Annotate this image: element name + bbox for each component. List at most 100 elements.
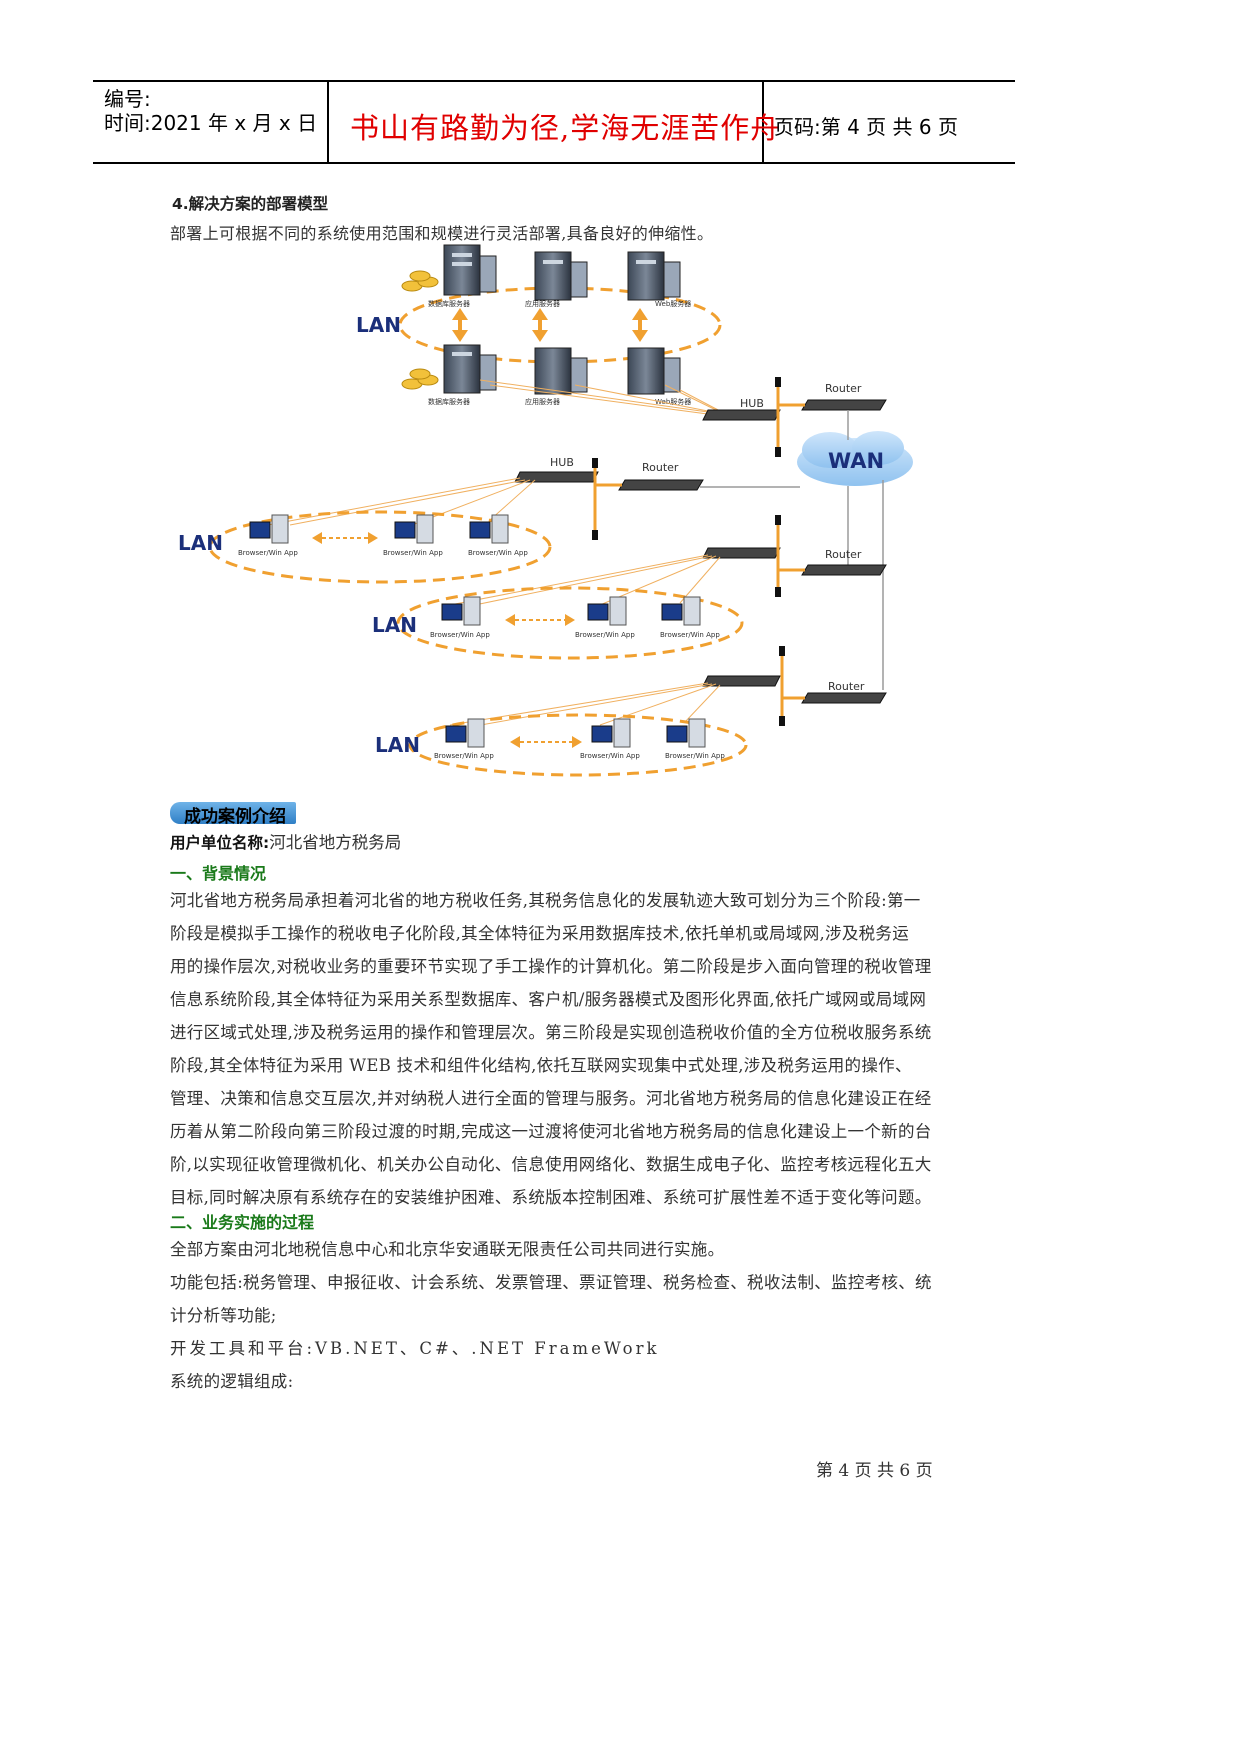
- process-line: 功能包括:税务管理、申报征收、计会系统、发票管理、票证管理、税务检查、税收法制、…: [170, 1273, 932, 1292]
- app-server-top-icon: [534, 251, 588, 301]
- process-line: 全部方案由河北地税信息中心和北京华安通联无限责任公司共同进行实施。: [170, 1240, 725, 1259]
- user-unit-label: 用户单位名称:: [170, 834, 270, 852]
- hub-mid-icon: [702, 547, 781, 559]
- hub-bottom-cable-ends: [779, 646, 785, 726]
- background-title: 一、背景情况: [170, 864, 267, 883]
- wan-cloud-icon: [797, 431, 913, 486]
- router-mid-icon: [801, 564, 887, 576]
- client-2c-label: Browser/Win App: [660, 631, 720, 639]
- lan-label-servers: LAN: [356, 313, 401, 337]
- header-time-label: 时间:2021 年 x 月 x 日: [104, 111, 318, 135]
- lan-ellipse-servers: [398, 286, 722, 364]
- process-line: 开发工具和平台:VB.NET、C#、.NET FrameWork: [170, 1339, 660, 1358]
- db-server-bottom-label: 数据库服务器: [428, 397, 470, 406]
- hub-top-cable-ends: [775, 377, 781, 457]
- lan-ellipse-2: [396, 586, 744, 660]
- background-line: 阶段,其全体特征为采用 WEB 技术和组件化结构,依托互联网实现集中式处理,涉及…: [170, 1056, 912, 1075]
- hub-top-label: HUB: [740, 397, 764, 410]
- client-2b-icon: [587, 596, 627, 626]
- section4-title: 4.解决方案的部署模型: [172, 195, 329, 213]
- router-left-label: Router: [642, 461, 679, 474]
- background-line: 用的操作层次,对税收业务的重要环节实现了手工操作的计算机化。第二阶段是步入面向管…: [170, 957, 932, 976]
- background-line: 历着从第二阶段向第三阶段过渡的时期,完成这一过渡将使河北省地方税务局的信息化建设…: [170, 1122, 932, 1141]
- hub-bottom-icon: [702, 675, 781, 687]
- router-mid-label: Router: [825, 548, 862, 561]
- background-line: 信息系统阶段,其全体特征为采用关系型数据库、客户机/服务器模式及图形化界面,依托…: [170, 990, 927, 1009]
- router-top-label: Router: [825, 382, 862, 395]
- wan-links: [700, 410, 884, 690]
- client-2c-icon: [661, 596, 701, 626]
- user-unit-value: 河北省地方税务局: [269, 833, 402, 852]
- hub-left-cable-ends: [592, 458, 598, 540]
- sync-arrows: [452, 308, 648, 342]
- header-motto: 书山有路勤为径,学海无涯苦作舟: [350, 111, 781, 145]
- hub-mid-cabling: [776, 518, 805, 595]
- web-server-top-icon: [627, 251, 681, 301]
- background-line: 阶,以实现征收管理微机化、机关办公自动化、信息使用网络化、数据生成电子化、监控考…: [170, 1155, 932, 1174]
- web-server-bottom-icon: [627, 347, 681, 395]
- process-line: 系统的逻辑组成:: [170, 1372, 294, 1391]
- background-line: 河北省地方税务局承担着河北省的地方税收任务,其税务信息化的发展轨迹大致可划分为三…: [170, 891, 921, 910]
- hub-mid-cable-ends: [775, 515, 781, 597]
- client-1b-label: Browser/Win App: [383, 549, 443, 557]
- client-3b-label: Browser/Win App: [580, 752, 640, 760]
- user-unit-line: 用户单位名称:河北省地方税务局: [170, 829, 401, 853]
- lan-1-peer-arrow: [312, 532, 378, 544]
- client-3a-icon: [445, 718, 485, 748]
- hub-left-label: HUB: [550, 456, 574, 469]
- hub-left-fan-links: [267, 477, 536, 526]
- router-top-icon: [801, 399, 887, 411]
- background-line: 目标,同时解决原有系统存在的安装维护困难、系统版本控制困难、系统可扩展性差不适于…: [170, 1188, 932, 1207]
- lan-3-peer-arrow: [510, 736, 582, 748]
- deployment-diagram: LAN 数据库服务器 应用服务器 Web服务器: [178, 244, 913, 777]
- client-1c-icon: [469, 514, 509, 544]
- lan-label-1: LAN: [178, 531, 223, 555]
- case-badge-label: 成功案例介绍: [184, 807, 286, 827]
- wan-label: WAN: [828, 449, 884, 473]
- lan-ellipse-1: [208, 510, 552, 584]
- background-paragraph: 河北省地方税务局承担着河北省的地方税收任务,其税务信息化的发展轨迹大致可划分为三…: [170, 884, 960, 1214]
- database-cylinders-bottom-icon: [401, 368, 439, 390]
- background-line: 阶段是模拟手工操作的税收电子化阶段,其全体特征为采用数据库技术,依托单机或局域网…: [170, 924, 910, 943]
- client-2a-icon: [441, 596, 481, 626]
- database-cylinders-top-icon: [401, 270, 439, 292]
- lan-label-3: LAN: [375, 733, 420, 757]
- router-bottom-icon: [801, 692, 887, 704]
- router-left-icon: [618, 479, 704, 491]
- hub-left-cabling: [593, 462, 622, 540]
- lan-ellipse-3: [408, 713, 748, 777]
- client-3c-label: Browser/Win App: [665, 752, 725, 760]
- header-bottom-rule: [93, 162, 1015, 164]
- client-3a-label: Browser/Win App: [434, 752, 494, 760]
- process-line: 计分析等功能;: [170, 1306, 277, 1325]
- process-title: 二、业务实施的过程: [170, 1213, 315, 1232]
- header-page-label: 页码:第 4 页 共 6 页: [774, 115, 958, 139]
- router-bottom-label: Router: [828, 680, 865, 693]
- header-divider-right: [762, 80, 764, 163]
- process-paragraph: 全部方案由河北地税信息中心和北京华安通联无限责任公司共同进行实施。 功能包括:税…: [170, 1233, 960, 1398]
- client-1b-icon: [394, 514, 434, 544]
- lan-label-2: LAN: [372, 613, 417, 637]
- client-3b-icon: [591, 718, 631, 748]
- section4-intro: 部署上可根据不同的系统使用范围和规模进行灵活部署,具备良好的伸缩性。: [170, 224, 714, 243]
- hub-top-icon: [702, 409, 781, 421]
- header-divider-left: [327, 80, 329, 163]
- background-line: 管理、决策和信息交互层次,并对纳税人进行全面的管理与服务。河北省地方税务局的信息…: [170, 1089, 932, 1108]
- case-badge: 成功案例介绍: [170, 802, 296, 827]
- client-1a-icon: [249, 514, 289, 544]
- header-number-label: 编号:: [104, 87, 151, 111]
- lan-2-peer-arrow: [505, 614, 575, 626]
- db-server-top-label: 数据库服务器: [428, 299, 470, 308]
- web-server-top-label: Web服务器: [655, 299, 691, 308]
- db-server-bottom-icon: [443, 344, 497, 394]
- client-1a-label: Browser/Win App: [238, 549, 298, 557]
- client-1c-label: Browser/Win App: [468, 549, 528, 557]
- web-server-bottom-label: Web服务器: [655, 397, 691, 406]
- client-2b-label: Browser/Win App: [575, 631, 635, 639]
- background-line: 进行区域式处理,涉及税务运用的操作和管理层次。第三阶段是实现创造税收价值的全方位…: [170, 1023, 932, 1042]
- app-server-top-label: 应用服务器: [525, 299, 560, 308]
- hub-top-cabling: [776, 380, 805, 455]
- hub-top-links: [479, 379, 723, 416]
- client-2a-label: Browser/Win App: [430, 631, 490, 639]
- header-top-rule: [93, 80, 1015, 82]
